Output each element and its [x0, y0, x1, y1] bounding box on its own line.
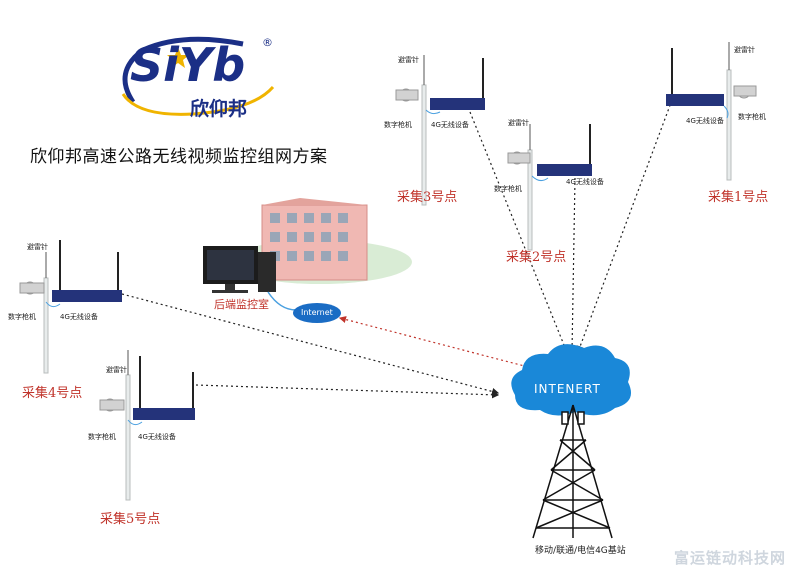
watermark: 富运链动科技网 [673, 549, 786, 567]
camera-label-p1: 数字枪机 [738, 113, 766, 121]
link-p5 [195, 384, 500, 399]
link-p3 [469, 111, 570, 357]
camera-label-p3: 数字枪机 [384, 121, 412, 129]
device-label-p2: 4G无线设备 [566, 178, 604, 186]
logo-cn-name: 欣仰邦 [190, 98, 248, 120]
tower-label: 移动/联通/电信4G基站 [535, 546, 626, 556]
station-5 [99, 350, 195, 501]
logo-ring [121, 36, 275, 116]
page-title: 欣仰邦高速公路无线视频监控组网方案 [30, 147, 328, 167]
station-4 [19, 240, 122, 374]
link-p1 [576, 99, 673, 354]
device-label-p4: 4G无线设备 [60, 313, 98, 321]
point-label-p5: 采集5号点 [100, 512, 161, 527]
camera-label-p4: 数字枪机 [8, 313, 36, 321]
lightning-rod-label-p5: 避雷针 [106, 366, 127, 374]
internet-cloud [511, 344, 632, 416]
device-label-p5: 4G无线设备 [138, 433, 176, 441]
control-room-label: 后端监控室 [214, 298, 269, 311]
lightning-rod-label-p2: 避雷针 [508, 119, 529, 127]
lightning-rod-label-p3: 避雷针 [398, 56, 419, 64]
4g-base-station-tower [532, 404, 613, 539]
point-label-p2: 采集2号点 [506, 250, 567, 265]
camera-label-p5: 数字枪机 [88, 433, 116, 441]
cloud-label: INTENERT [534, 382, 601, 396]
internet-bubble-label: Internet [301, 308, 333, 317]
point-label-p4: 采集4号点 [22, 386, 83, 401]
station-3 [395, 55, 485, 206]
device-label-p3: 4G无线设备 [431, 121, 469, 129]
link-p2 [568, 177, 576, 354]
camera-label-p2: 数字枪机 [494, 185, 522, 193]
station-1 [666, 42, 757, 181]
lightning-rod-label-p1: 避雷针 [734, 46, 755, 54]
device-label-p1: 4G无线设备 [686, 117, 724, 125]
control-room-illustration [203, 198, 412, 323]
point-label-p3: 采集3号点 [397, 190, 458, 205]
logo-brand-text: SiYb [130, 38, 246, 92]
wireless-links [121, 99, 673, 399]
registered-mark: ® [262, 36, 273, 49]
link-control-room [338, 316, 533, 369]
point-label-p1: 采集1号点 [708, 190, 769, 205]
lightning-rod-label-p4: 避雷针 [27, 243, 48, 251]
station-2 [507, 124, 592, 251]
